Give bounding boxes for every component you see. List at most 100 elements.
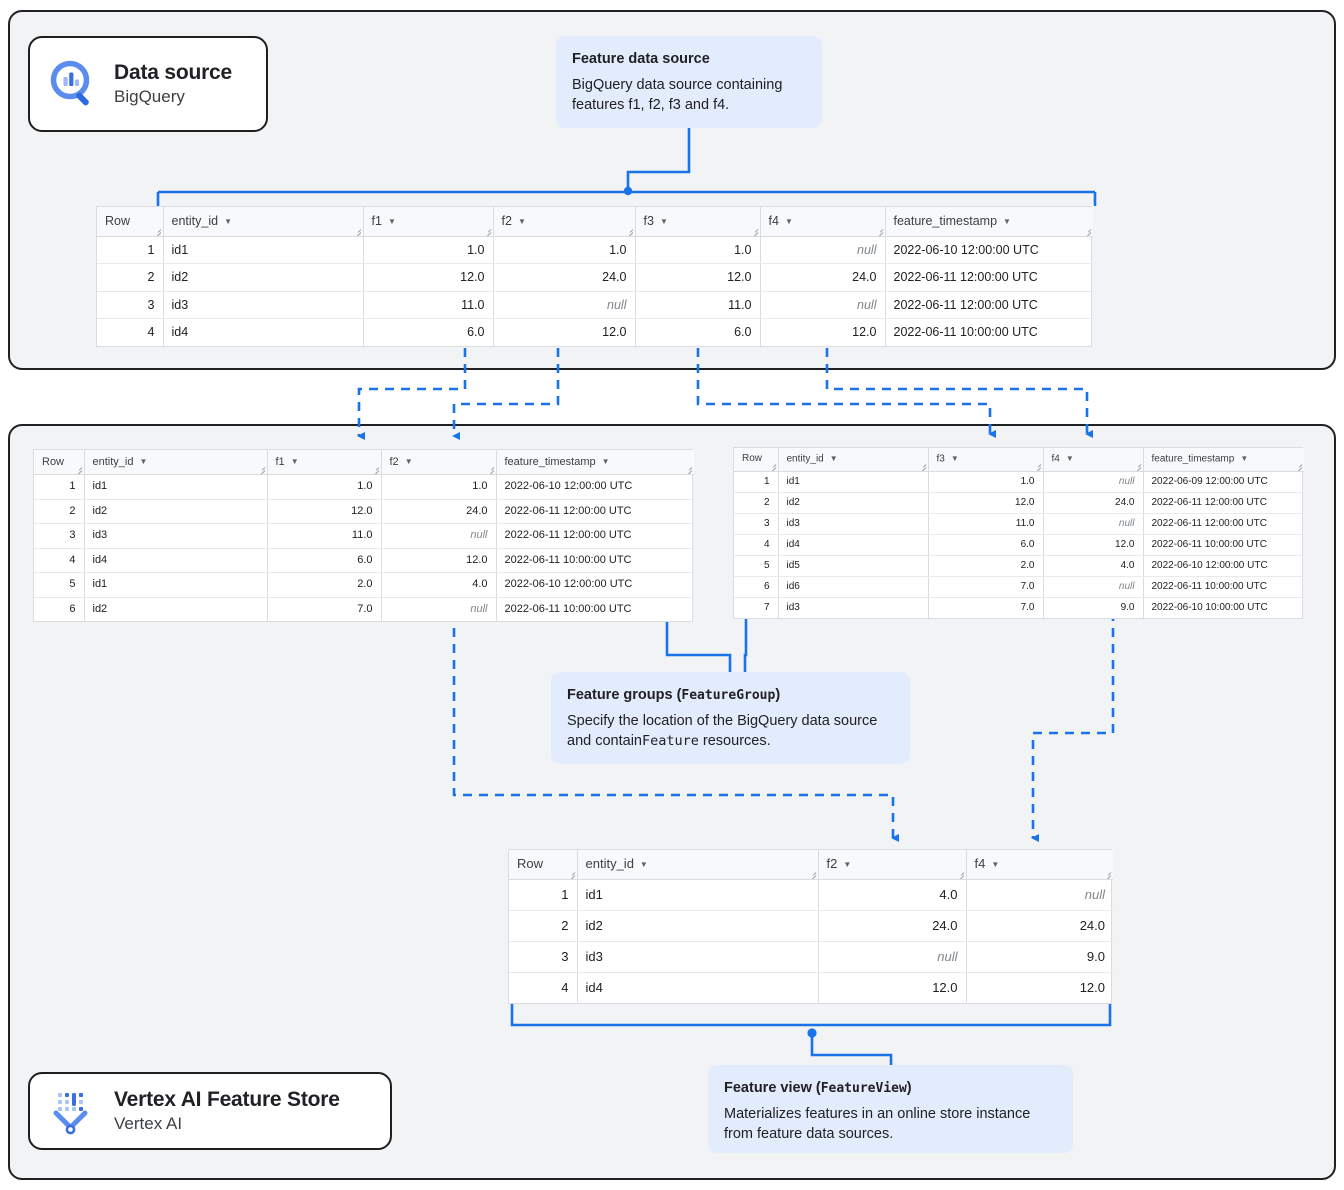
chevron-down-icon[interactable]: ▼ bbox=[1240, 454, 1249, 463]
note-title-mono: FeatureView bbox=[820, 1081, 907, 1096]
chevron-down-icon[interactable]: ▼ bbox=[387, 216, 396, 226]
chevron-down-icon[interactable]: ▼ bbox=[290, 457, 299, 467]
column-resize-handle[interactable] bbox=[1133, 462, 1141, 470]
column-header-label: feature_timestamp bbox=[893, 214, 998, 228]
column-header-feature_timestamp[interactable]: feature_timestamp ▼ bbox=[885, 207, 1093, 237]
column-resize-handle[interactable] bbox=[371, 465, 379, 473]
chevron-down-icon[interactable]: ▼ bbox=[950, 454, 959, 463]
column-resize-handle[interactable] bbox=[567, 870, 575, 878]
row-number-cell: 1 bbox=[97, 236, 164, 265]
column-header-f2[interactable]: f2▼ bbox=[493, 207, 636, 237]
table-cell-feature_timestamp: 2022-06-10 12:00:00 UTC bbox=[496, 572, 694, 598]
chevron-down-icon[interactable]: ▼ bbox=[517, 216, 526, 226]
column-header-f2[interactable]: f2▼ bbox=[818, 850, 967, 880]
column-resize-handle[interactable] bbox=[956, 870, 964, 878]
column-resize-handle[interactable] bbox=[684, 465, 692, 473]
column-resize-handle[interactable] bbox=[768, 462, 776, 470]
column-resize-handle[interactable] bbox=[808, 870, 816, 878]
column-header-entity_id[interactable]: entity_id▼ bbox=[577, 850, 819, 880]
column-resize-handle[interactable] bbox=[74, 465, 82, 473]
table-cell-f2: 24.0 bbox=[381, 499, 497, 525]
chevron-down-icon[interactable]: ▼ bbox=[829, 454, 838, 463]
column-resize-handle[interactable] bbox=[353, 227, 361, 235]
column-resize-handle[interactable] bbox=[257, 465, 265, 473]
column-resize-handle[interactable] bbox=[483, 227, 491, 235]
column-header-feature_timestamp[interactable]: feature_timestamp▼ bbox=[496, 450, 694, 476]
table-cell-entity_id: id1 bbox=[778, 471, 929, 493]
column-resize-handle[interactable] bbox=[486, 465, 494, 473]
chevron-down-icon[interactable]: ▼ bbox=[843, 859, 852, 869]
column-header-f1[interactable]: f1▼ bbox=[267, 450, 382, 476]
column-header-row[interactable]: Row bbox=[97, 207, 164, 237]
column-resize-handle[interactable] bbox=[875, 227, 883, 235]
column-header-row[interactable]: Row bbox=[734, 448, 779, 472]
column-header-f4[interactable]: f4▼ bbox=[966, 850, 1113, 880]
table-cell-f3: 7.0 bbox=[928, 576, 1044, 598]
table-cell-entity_id: id3 bbox=[163, 291, 364, 320]
column-resize-handle[interactable] bbox=[153, 227, 161, 235]
table-cell-f1: 11.0 bbox=[363, 291, 494, 320]
column-header-row[interactable]: Row bbox=[34, 450, 85, 476]
column-header-f2[interactable]: f2▼ bbox=[381, 450, 497, 476]
chevron-down-icon[interactable]: ▼ bbox=[784, 216, 793, 226]
chevron-down-icon[interactable]: ▼ bbox=[139, 457, 148, 467]
table-cell-entity_id: id2 bbox=[163, 263, 364, 292]
column-resize-handle[interactable] bbox=[1294, 462, 1302, 470]
column-resize-handle[interactable] bbox=[918, 462, 926, 470]
chevron-down-icon[interactable]: ▼ bbox=[1065, 454, 1074, 463]
column-resize-handle[interactable] bbox=[1083, 227, 1091, 235]
column-header-entity_id[interactable]: entity_id▼ bbox=[778, 448, 929, 472]
column-header-f4[interactable]: f4▼ bbox=[1043, 448, 1144, 472]
column-resize-handle[interactable] bbox=[750, 227, 758, 235]
column-header-entity_id[interactable]: entity_id▼ bbox=[163, 207, 364, 237]
column-header-f4[interactable]: f4 ▼ bbox=[760, 207, 886, 237]
column-resize-handle[interactable] bbox=[625, 227, 633, 235]
table-cell-f1: 6.0 bbox=[363, 318, 494, 346]
chevron-down-icon[interactable]: ▼ bbox=[601, 457, 610, 467]
column-header-f3[interactable]: f3▼ bbox=[635, 207, 761, 237]
chevron-down-icon[interactable]: ▼ bbox=[659, 216, 668, 226]
column-header-label: f4 bbox=[768, 214, 779, 228]
chevron-down-icon[interactable]: ▼ bbox=[1003, 216, 1011, 226]
chevron-down-icon[interactable]: ▼ bbox=[404, 457, 413, 467]
column-header-entity_id[interactable]: entity_id▼ bbox=[84, 450, 268, 476]
column-resize-handle[interactable] bbox=[1103, 870, 1111, 878]
column-resize-handle[interactable] bbox=[1033, 462, 1041, 470]
column-header-f3[interactable]: f3▼ bbox=[928, 448, 1044, 472]
chip-subtitle: BigQuery bbox=[114, 86, 185, 106]
column-header-f1[interactable]: f1▼ bbox=[363, 207, 494, 237]
chevron-down-icon[interactable]: ▼ bbox=[991, 859, 1000, 869]
row-number-cell: 7 bbox=[734, 597, 779, 618]
table-cell-f3: 11.0 bbox=[635, 291, 761, 320]
chevron-down-icon[interactable]: ▼ bbox=[639, 859, 648, 869]
chevron-down-icon[interactable]: ▼ bbox=[224, 216, 232, 226]
column-header-feature_timestamp[interactable]: feature_timestamp▼ bbox=[1143, 448, 1304, 472]
table-cell-entity_id: id2 bbox=[84, 499, 268, 525]
column-header-row[interactable]: Row bbox=[509, 850, 578, 880]
